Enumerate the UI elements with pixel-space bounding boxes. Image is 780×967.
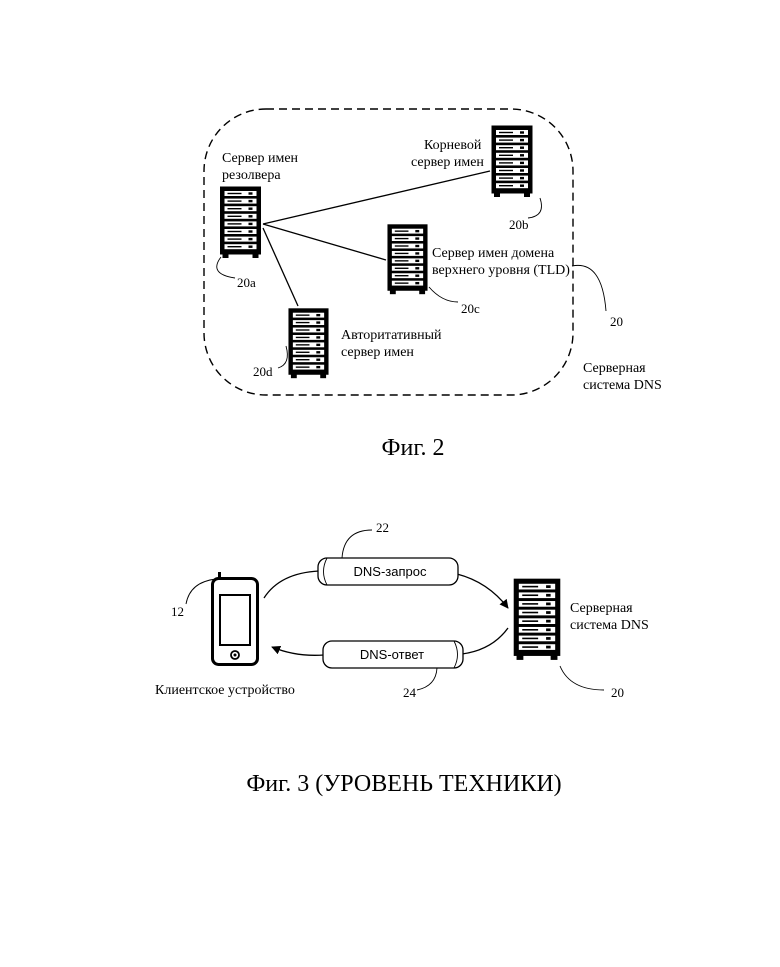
fig3-system-label-line2: система DNS <box>570 618 649 633</box>
ref-leader-20 <box>572 265 606 311</box>
resolver-label-line2: резолвера <box>222 168 281 183</box>
system-label-line1: Серверная <box>583 361 646 376</box>
ref-leader-20a <box>217 257 235 278</box>
root-label-line2: сервер имен <box>411 155 484 170</box>
ref-20-system: 20 <box>610 314 623 329</box>
fig3-system-label-line1: Серверная <box>570 601 633 616</box>
ref-22: 22 <box>376 520 389 535</box>
system-label-line2: система DNS <box>583 378 662 393</box>
ref-20d: 20d <box>253 364 273 379</box>
figure-3-caption: Фиг. 3 (УРОВЕНЬ ТЕХНИКИ) <box>246 771 561 797</box>
dns-server-system-icon <box>514 579 561 660</box>
dns-response-label: DNS-ответ <box>360 647 424 662</box>
ref-leader-20b <box>528 198 542 218</box>
root-label-line1: Корневой <box>424 138 482 153</box>
dns-response-message: DNS-ответ <box>323 641 463 668</box>
ref-20c: 20c <box>461 301 480 316</box>
dns-request-label: DNS-запрос <box>354 564 427 579</box>
tld-label-line1: Сервер имен домена <box>432 246 555 261</box>
link-resolver-to-root <box>263 171 490 224</box>
ref-leader-24 <box>417 668 437 690</box>
root-server-icon <box>492 126 533 198</box>
figure-2: Сервер имен резолвера Корневой сервер им… <box>204 109 662 461</box>
ref-leader-20-fig3 <box>560 666 604 690</box>
ref-12: 12 <box>171 604 184 619</box>
authoritative-label-line2: сервер имен <box>341 345 414 360</box>
resolver-label-line1: Сервер имен <box>222 151 299 166</box>
tld-label-line2: верхнего уровня (TLD) <box>432 263 570 278</box>
ref-24: 24 <box>403 685 417 700</box>
ref-20b: 20b <box>509 217 529 232</box>
tld-server-icon <box>387 224 427 294</box>
authoritative-label-line1: Авторитативный <box>341 328 442 343</box>
authoritative-server-icon <box>288 308 328 378</box>
ref-leader-20d <box>278 346 287 368</box>
ref-leader-20c <box>429 287 458 302</box>
link-resolver-to-tld <box>263 224 386 260</box>
client-device-phone-icon <box>213 572 258 665</box>
resolver-server-icon <box>220 187 261 259</box>
response-arrow-to-client <box>272 647 324 655</box>
ref-leader-22 <box>342 530 372 558</box>
ref-20-fig3: 20 <box>611 685 624 700</box>
request-path-to-pill <box>264 571 319 598</box>
client-device-label: Клиентское устройство <box>155 683 295 698</box>
ref-20a: 20a <box>237 275 256 290</box>
figure-2-caption: Фиг. 2 <box>382 435 445 461</box>
response-path-from-server <box>462 628 508 654</box>
figure-3: DNS-запрос DNS-ответ Клиентское устройст… <box>155 520 649 797</box>
link-resolver-to-authoritative <box>263 228 298 306</box>
dns-request-message: DNS-запрос <box>318 558 458 585</box>
request-arrow-to-server <box>457 574 508 608</box>
